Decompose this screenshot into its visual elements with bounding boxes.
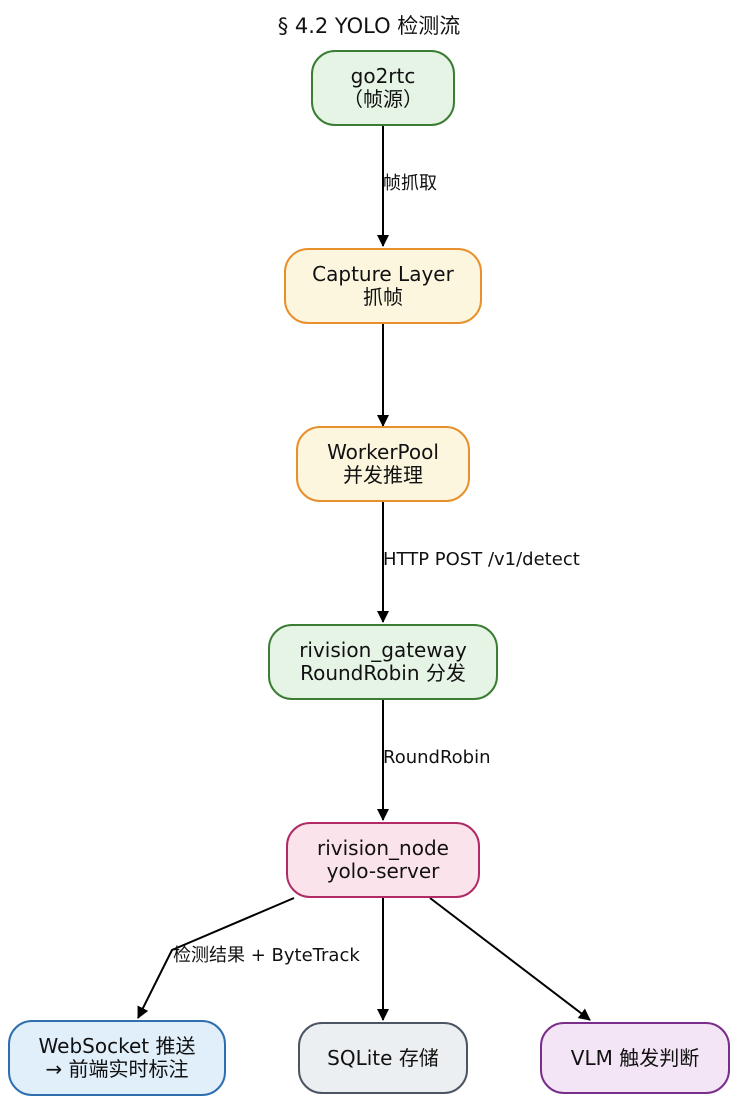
node-capture-layer: Capture Layer 抓帧 [284, 248, 482, 324]
edge-label-roundrobin: RoundRobin [383, 747, 491, 768]
node-rivision-node-line1: rivision_node [317, 836, 449, 860]
node-capture-layer-line1: Capture Layer [312, 262, 454, 286]
edge-label-detection-result: 检测结果 + ByteTrack [173, 945, 360, 966]
node-rivision-node: rivision_node yolo-server [286, 822, 480, 898]
node-websocket-line2: → 前端实时标注 [45, 1057, 189, 1081]
edge-node-vlm [429, 897, 591, 1021]
node-capture-layer-line2: 抓帧 [363, 285, 403, 309]
node-rivision-node-line2: yolo-server [326, 859, 440, 883]
node-go2rtc: go2rtc （帧源） [311, 50, 455, 126]
node-sqlite-label: SQLite 存储 [327, 1045, 439, 1070]
node-workerpool-line2: 并发推理 [343, 463, 423, 487]
edge-label-http-post: HTTP POST /v1/detect [383, 549, 580, 570]
node-workerpool-line1: WorkerPool [327, 440, 439, 464]
node-websocket-line1: WebSocket 推送 [38, 1034, 196, 1058]
node-sqlite: SQLite 存储 [298, 1022, 468, 1094]
edge-label-frame-grab: 帧抓取 [383, 173, 437, 194]
node-gateway: rivision_gateway RoundRobin 分发 [268, 624, 498, 700]
node-gateway-line2: RoundRobin 分发 [300, 661, 466, 685]
node-websocket: WebSocket 推送 → 前端实时标注 [8, 1020, 226, 1096]
node-gateway-line1: rivision_gateway [299, 638, 467, 662]
node-vlm: VLM 触发判断 [540, 1022, 730, 1094]
node-vlm-label: VLM 触发判断 [570, 1045, 700, 1070]
diagram-title: § 4.2 YOLO 检测流 [277, 14, 461, 38]
node-workerpool: WorkerPool 并发推理 [296, 426, 470, 502]
node-go2rtc-line2: （帧源） [343, 87, 423, 111]
node-go2rtc-line1: go2rtc [350, 64, 416, 88]
edge-node-websocket [137, 897, 295, 1019]
